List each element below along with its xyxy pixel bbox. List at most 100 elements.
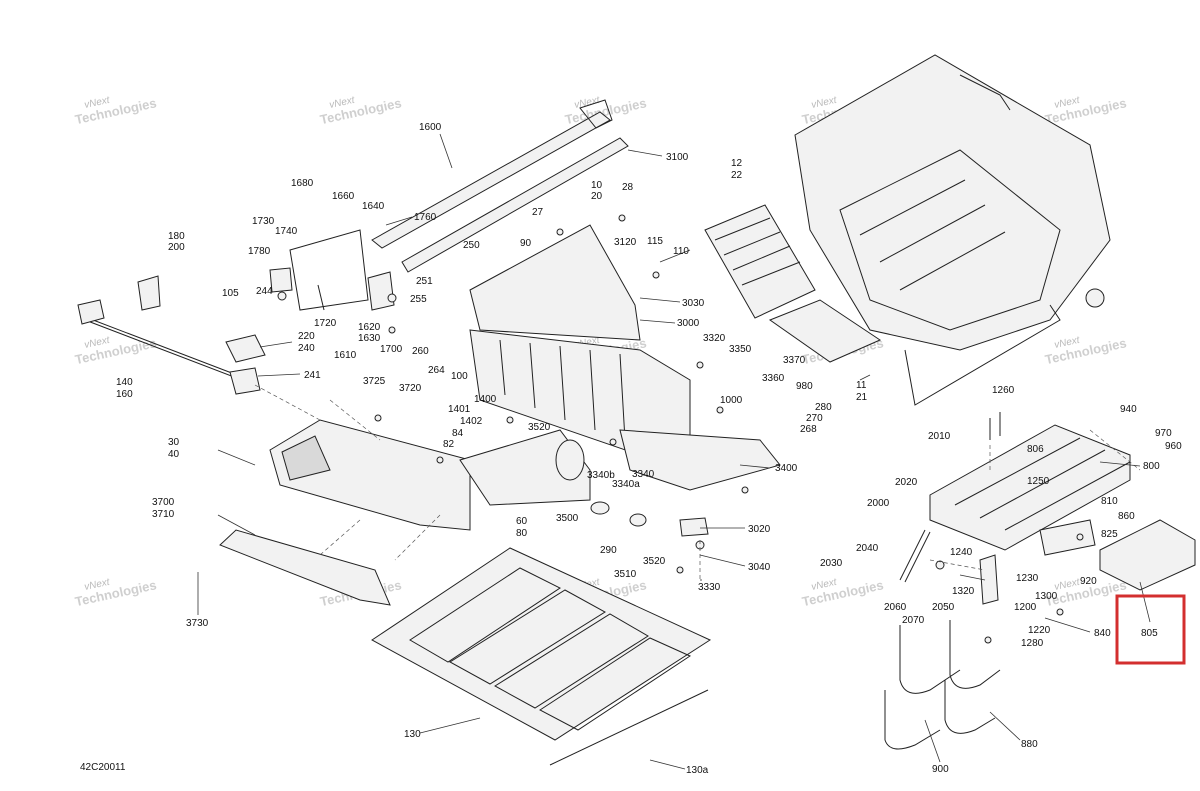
- step-3700: [219, 529, 391, 606]
- callout-60: 60: [516, 516, 528, 527]
- callout-12: 12: [731, 158, 743, 169]
- legs-880-900: [884, 620, 1001, 750]
- highlight-805[interactable]: 805: [1115, 594, 1186, 665]
- cargo-bumper: [1085, 288, 1105, 308]
- callout-105: 105: [222, 288, 239, 299]
- callout-3400: 3400: [775, 463, 798, 474]
- callout-160: 160: [116, 389, 133, 400]
- callout-825: 825: [1101, 529, 1118, 540]
- callout-3040: 3040: [748, 562, 771, 573]
- callout-1760: 1760: [414, 212, 437, 223]
- frame-ribs: [499, 339, 626, 441]
- callout-10: 10: [591, 180, 603, 191]
- spring-1720: [317, 284, 325, 311]
- strut-2000: [899, 529, 926, 581]
- callout-2010: 2010: [928, 431, 951, 442]
- callout-268: 268: [800, 424, 817, 435]
- part-drawings: [77, 54, 1196, 766]
- callout-3520-bottom: 3520: [643, 556, 666, 567]
- highlight-box[interactable]: [1115, 594, 1186, 665]
- callout-3370: 3370: [783, 355, 806, 366]
- rail-bracket: [579, 99, 613, 129]
- plate-3020: [679, 517, 709, 537]
- callout-3725: 3725: [363, 376, 386, 387]
- callout-2060: 2060: [884, 602, 907, 613]
- callout-3700: 3700: [152, 497, 175, 508]
- leader-lines: [197, 133, 1151, 770]
- callout-3350: 3350: [729, 344, 752, 355]
- callout-960: 960: [1165, 441, 1182, 452]
- callout-270: 270: [806, 413, 823, 424]
- watermark-line1: vNext: [810, 95, 838, 111]
- callout-90: 90: [520, 238, 532, 249]
- rod-140: [79, 314, 251, 381]
- callout-2000: 2000: [867, 498, 890, 509]
- callout-900: 900: [932, 764, 949, 775]
- floor-130: [371, 547, 712, 741]
- callout-3710: 3710: [152, 509, 175, 520]
- callout-130a: 130a: [686, 765, 709, 776]
- callout-3340: 3340: [632, 469, 655, 480]
- callout-2020: 2020: [895, 477, 918, 488]
- cap-3500: [590, 501, 610, 515]
- callout-264: 264: [428, 365, 445, 376]
- callout-1401: 1401: [448, 404, 471, 415]
- mat-12-ribs: [714, 217, 801, 286]
- callout-27: 27: [532, 207, 544, 218]
- watermark-line1: vNext: [573, 95, 601, 111]
- callout-1600: 1600: [419, 122, 442, 133]
- callout-2050: 2050: [932, 602, 955, 613]
- watermark-line1: vNext: [1053, 335, 1081, 351]
- callout-260: 260: [412, 346, 429, 357]
- callout-100: 100: [451, 371, 468, 382]
- callout-1720: 1720: [314, 318, 337, 329]
- rod-bracket: [229, 367, 261, 395]
- callout-1400: 1400: [474, 394, 497, 405]
- callout-800: 800: [1143, 461, 1160, 472]
- callout-880: 880: [1021, 739, 1038, 750]
- rod-end: [77, 299, 105, 325]
- callout-290: 290: [600, 545, 617, 556]
- callout-2030: 2030: [820, 558, 843, 569]
- callout-180: 180: [168, 231, 185, 242]
- watermark-line1: vNext: [83, 335, 111, 351]
- callout-220: 220: [298, 331, 315, 342]
- callout-20: 20: [591, 191, 603, 202]
- callout-240: 240: [298, 343, 315, 354]
- watermark-line1: vNext: [1053, 577, 1081, 593]
- callout-1640: 1640: [362, 201, 385, 212]
- hinge-1780: [269, 267, 293, 293]
- bracket-810: [1039, 519, 1096, 556]
- callout-1230: 1230: [1016, 573, 1039, 584]
- rail-130a: [549, 689, 709, 766]
- callout-28: 28: [622, 182, 634, 193]
- callout-1280: 1280: [1021, 638, 1044, 649]
- callout-22: 22: [731, 170, 743, 181]
- callout-3720: 3720: [399, 383, 422, 394]
- mat-11: [768, 299, 882, 363]
- callout-1300: 1300: [1035, 591, 1058, 602]
- drawing-code: 42C20011: [80, 762, 126, 773]
- strut-2000b: [904, 531, 931, 583]
- callout-860: 860: [1118, 511, 1135, 522]
- rod-160: [84, 319, 256, 386]
- callout-3320: 3320: [703, 333, 726, 344]
- callout-3520-top: 3520: [528, 422, 551, 433]
- callout-1780: 1780: [248, 246, 271, 257]
- callout-805[interactable]: 805: [1141, 628, 1158, 639]
- bolts-1260: [989, 412, 1001, 440]
- callout-244: 244: [256, 286, 273, 297]
- plate-805: [1099, 519, 1196, 591]
- callout-3360: 3360: [762, 373, 785, 384]
- callout-3500: 3500: [556, 513, 579, 524]
- panel-60: [459, 429, 591, 506]
- speaker-3500-ring: [555, 439, 585, 481]
- callout-1200: 1200: [1014, 602, 1037, 613]
- callout-3730: 3730: [186, 618, 209, 629]
- latch-220: [225, 334, 266, 363]
- callout-1620: 1620: [358, 322, 381, 333]
- callout-1220: 1220: [1028, 625, 1051, 636]
- box-30-handle: [281, 435, 331, 481]
- bracket-1320: [979, 554, 999, 605]
